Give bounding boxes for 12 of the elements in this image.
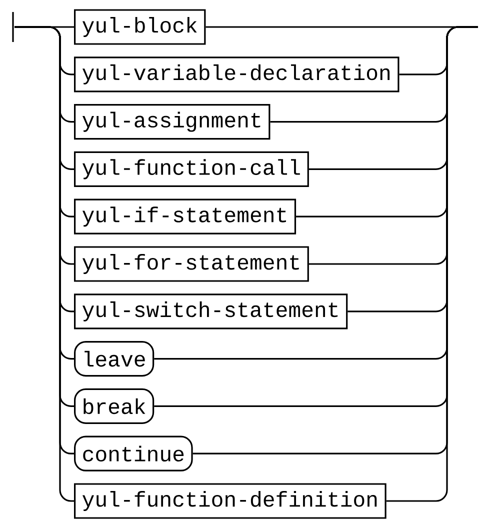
nonterminal-box: yul-function-definition bbox=[74, 483, 386, 519]
track-line bbox=[386, 26, 478, 502]
nonterminal-box: yul-if-statement bbox=[74, 198, 296, 234]
nonterminal-box: yul-for-statement bbox=[74, 246, 309, 282]
terminal-box: break bbox=[74, 388, 154, 424]
nonterminal-box: yul-block bbox=[74, 9, 206, 45]
nonterminal-box: yul-assignment bbox=[74, 104, 270, 140]
terminal-box: continue bbox=[74, 436, 193, 472]
nonterminal-box: yul-function-call bbox=[74, 151, 309, 187]
terminal-box: leave bbox=[74, 341, 154, 377]
nonterminal-box: yul-switch-statement bbox=[74, 294, 348, 330]
nonterminal-box: yul-variable-declaration bbox=[74, 56, 400, 92]
